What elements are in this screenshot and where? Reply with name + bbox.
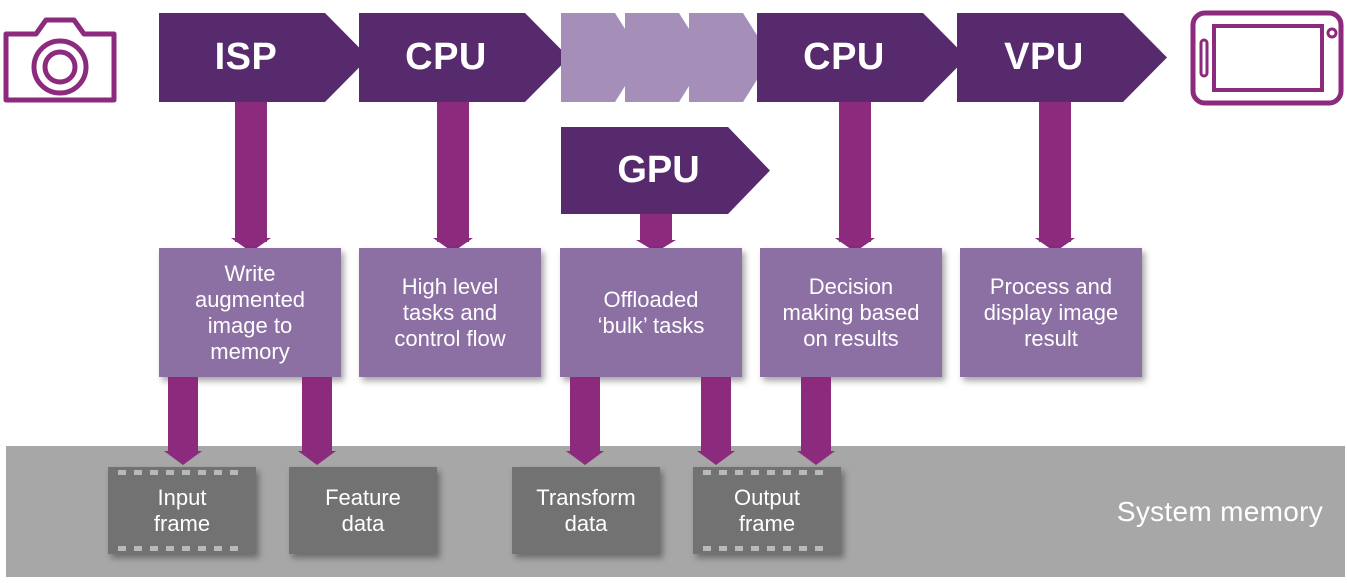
arrow-isp-to-task xyxy=(231,102,271,252)
stage-cpu-2-label: CPU xyxy=(803,36,885,78)
memory-feature-data: Feature data xyxy=(289,467,437,554)
stage-isp-label: ISP xyxy=(214,36,278,78)
arrow-gpu-to-task xyxy=(636,214,676,252)
arrow-cpu2-to-task xyxy=(835,102,875,252)
memory-input-frame: Input frame xyxy=(108,467,256,554)
stage-cpu-2: CPU xyxy=(757,13,967,102)
system-memory-label: System memory xyxy=(1116,496,1323,527)
task-write-memory: Write augmented image to memory xyxy=(159,248,341,377)
task-decision-label: Decision making based on results xyxy=(782,273,920,351)
tablet-icon xyxy=(1190,10,1347,106)
arrow-task-to-input-frame xyxy=(164,377,202,465)
memory-input-frame-label: Input frame xyxy=(153,484,211,536)
task-offloaded-label: Offloaded ‘bulk’ tasks xyxy=(597,286,705,338)
task-offloaded: Offloaded ‘bulk’ tasks xyxy=(560,248,742,377)
stage-isp: ISP xyxy=(159,13,369,102)
memory-transform-data-label: Transform data xyxy=(536,484,636,536)
camera-icon xyxy=(0,12,120,104)
stage-vpu-label: VPU xyxy=(1004,36,1084,78)
stage-gpu: GPU xyxy=(561,127,770,214)
memory-feature-data-label: Feature data xyxy=(325,484,401,536)
task-high-level-label: High level tasks and control flow xyxy=(394,273,506,351)
task-high-level: High level tasks and control flow xyxy=(359,248,541,377)
task-write-memory-label: Write augmented image to memory xyxy=(194,260,306,364)
memory-output-frame-label: Output frame xyxy=(733,484,801,536)
arrow-vpu-to-task xyxy=(1035,102,1075,252)
arrow-cpu1-to-task xyxy=(433,102,473,252)
stage-cpu-1-label: CPU xyxy=(405,36,487,78)
task-process-display: Process and display image result xyxy=(960,248,1142,377)
task-decision: Decision making based on results xyxy=(760,248,942,377)
memory-output-frame: Output frame xyxy=(693,467,841,554)
stage-cpu-1: CPU xyxy=(359,13,569,102)
task-process-display-label: Process and display image result xyxy=(983,273,1119,351)
stage-vpu: VPU xyxy=(957,13,1167,102)
memory-transform-data: Transform data xyxy=(512,467,660,554)
arrow-task-to-transform-data xyxy=(566,377,604,465)
arrow-task-to-output-frame-2 xyxy=(797,377,835,465)
stage-gpu-label: GPU xyxy=(617,149,700,191)
arrow-task-to-feature-data xyxy=(298,377,336,465)
arrow-task-to-output-frame-1 xyxy=(697,377,735,465)
